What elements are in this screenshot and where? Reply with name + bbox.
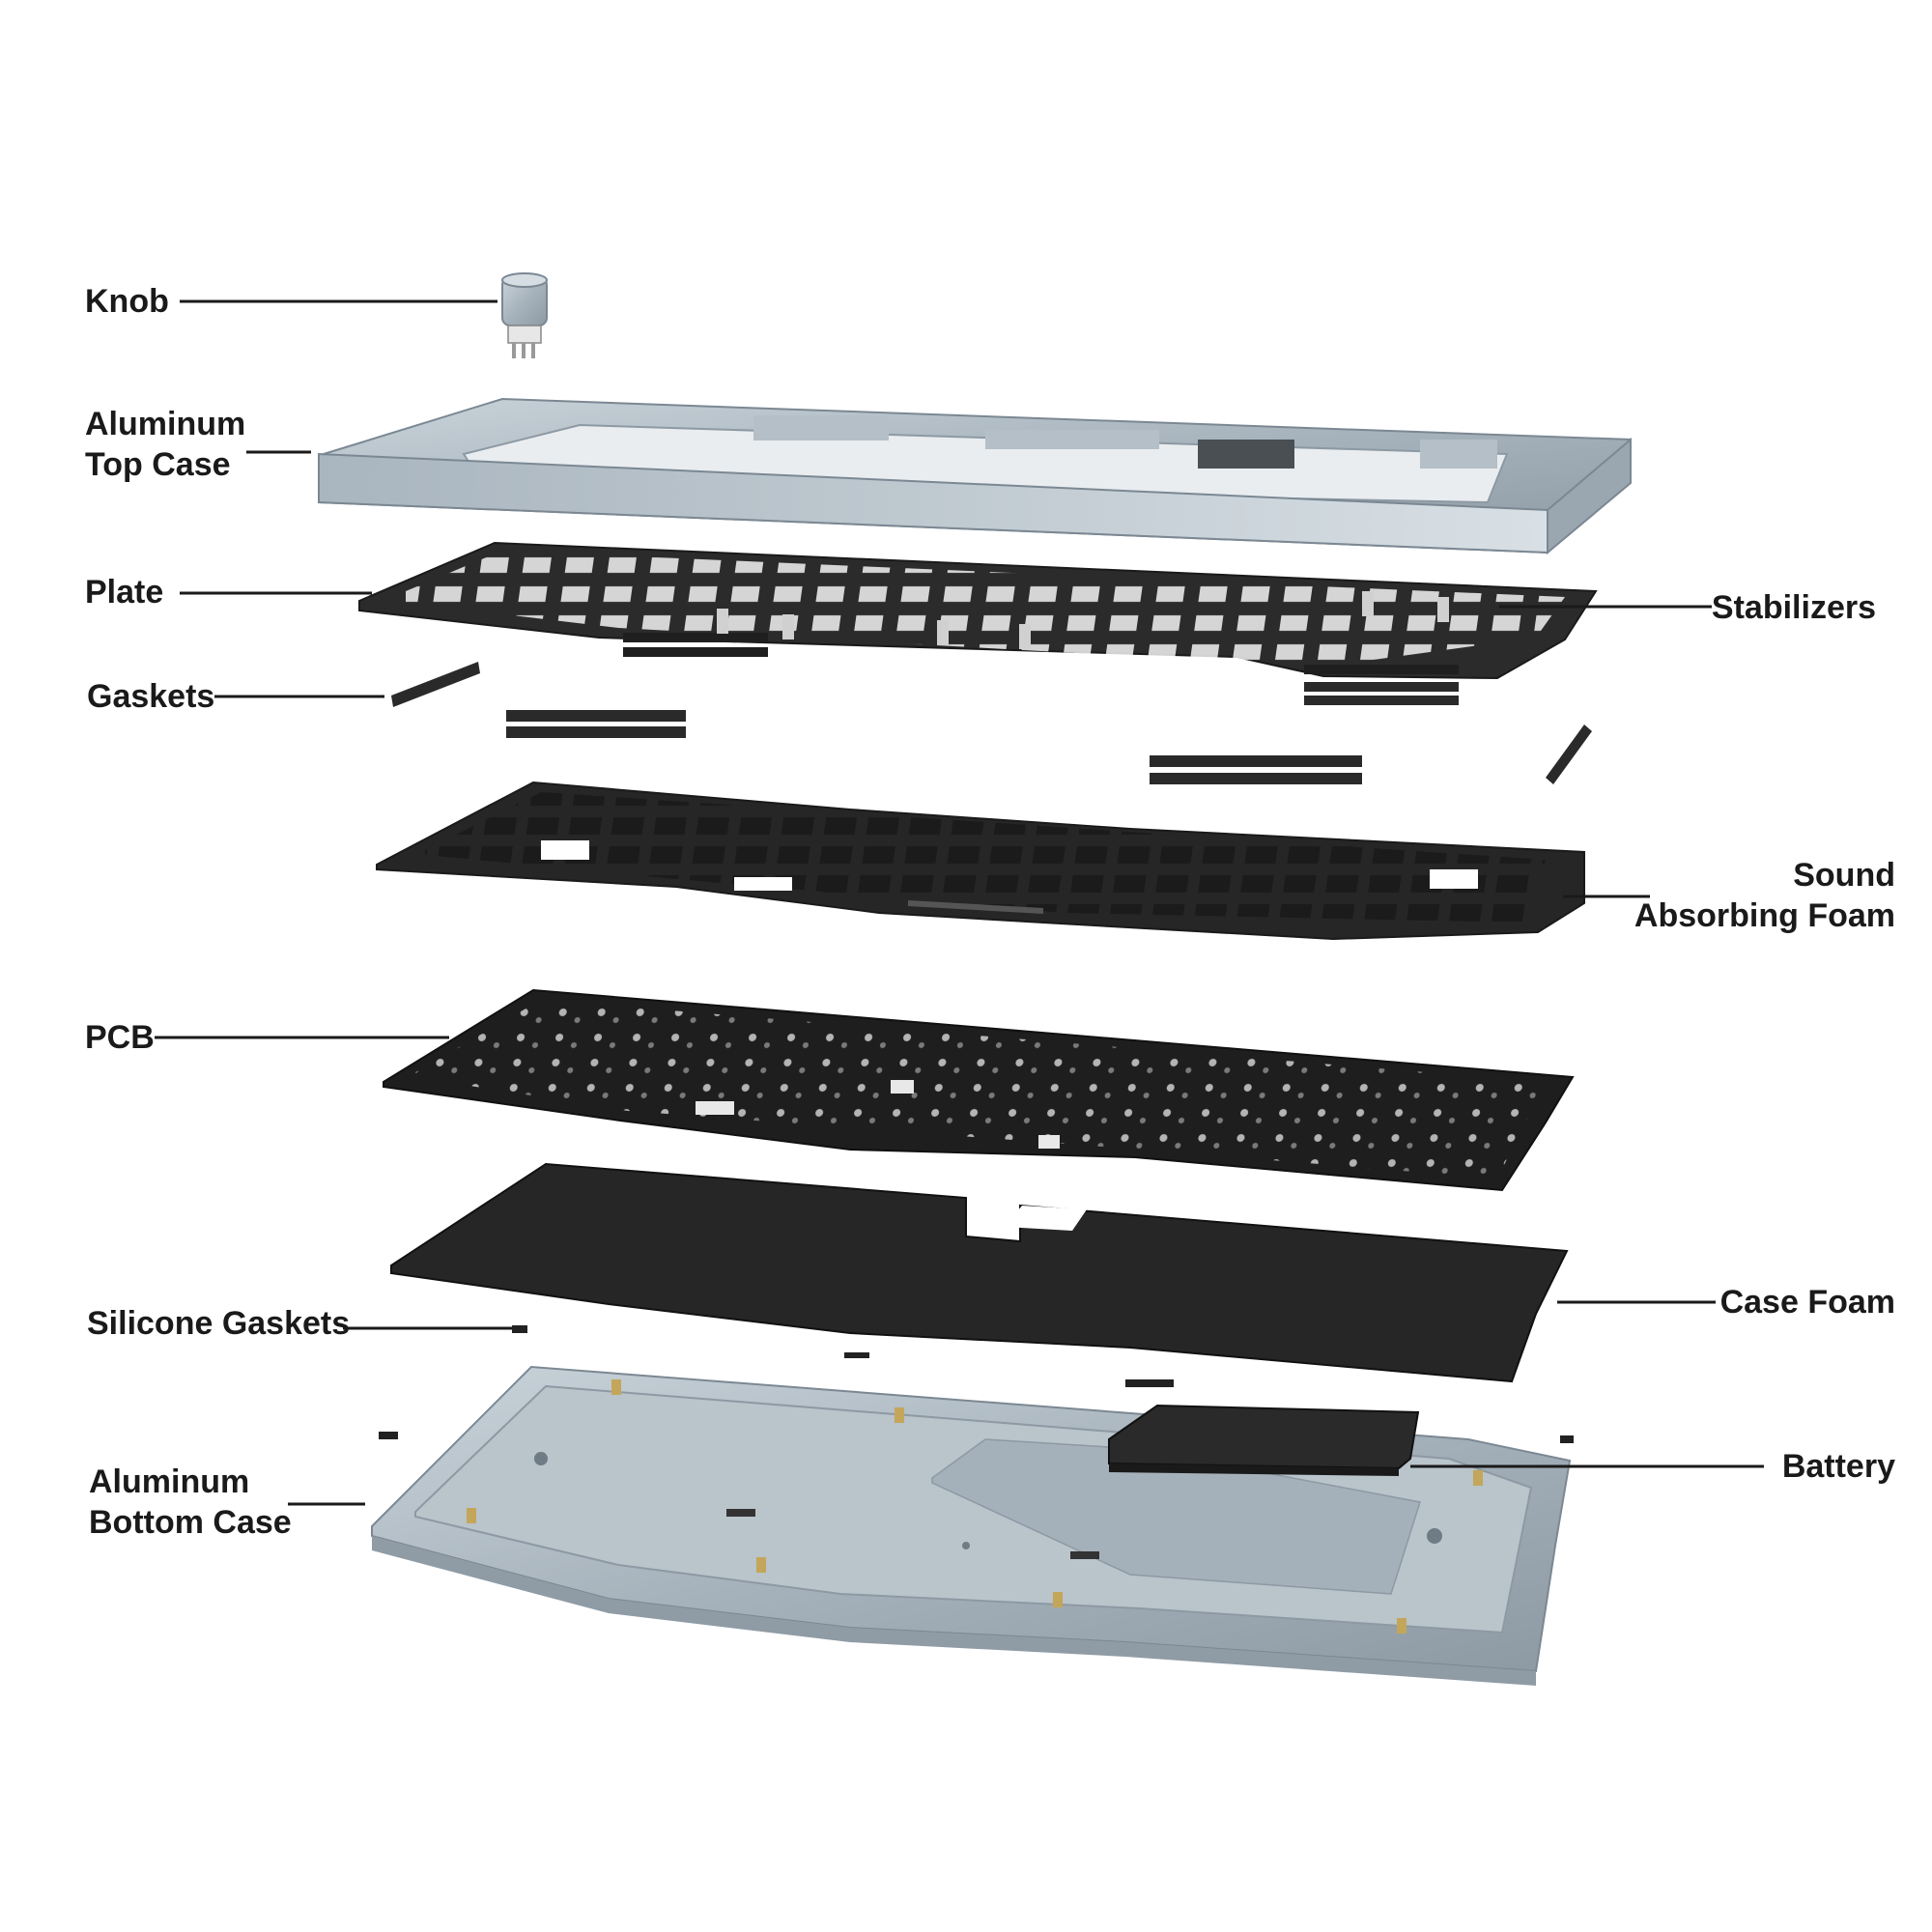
- label-bottom-case-line1: Aluminum: [89, 1463, 250, 1500]
- silicone-gaskets-part: [379, 1325, 1574, 1443]
- gaskets-part: [391, 662, 1592, 784]
- label-top-case: Aluminum Top Case: [85, 404, 245, 485]
- label-stabilizers: Stabilizers: [1711, 589, 1876, 626]
- label-battery: Battery: [1781, 1448, 1895, 1485]
- label-top-case-line1: Aluminum: [85, 406, 246, 442]
- stabilizer-marks: [717, 591, 1449, 649]
- label-plate: Plate: [85, 574, 164, 611]
- top-case-part: [317, 397, 1633, 555]
- battery-part: [1108, 1404, 1420, 1476]
- label-sound-foam-line2: Absorbing Foam: [1634, 897, 1895, 934]
- label-sound-foam-line1: Sound: [1793, 857, 1895, 894]
- screw-posts: [467, 1379, 1483, 1634]
- label-top-case-line2: Top Case: [85, 446, 231, 483]
- case-foam-part: [390, 1162, 1569, 1383]
- label-pcb: PCB: [85, 1019, 155, 1056]
- label-bottom-case: Aluminum Bottom Case: [89, 1462, 292, 1543]
- label-gaskets: Gaskets: [87, 678, 215, 715]
- label-bottom-case-line2: Bottom Case: [89, 1504, 292, 1541]
- leader-lines: [155, 299, 1764, 1506]
- plate-part: [358, 541, 1598, 680]
- knob-part: [501, 272, 548, 358]
- label-silicone-gaskets: Silicone Gaskets: [87, 1305, 351, 1342]
- sound-foam-part: [376, 781, 1585, 941]
- label-knob: Knob: [85, 283, 169, 320]
- label-sound-foam: Sound Absorbing Foam: [1634, 855, 1895, 936]
- label-case-foam: Case Foam: [1719, 1284, 1895, 1321]
- pcb-part: [383, 988, 1575, 1192]
